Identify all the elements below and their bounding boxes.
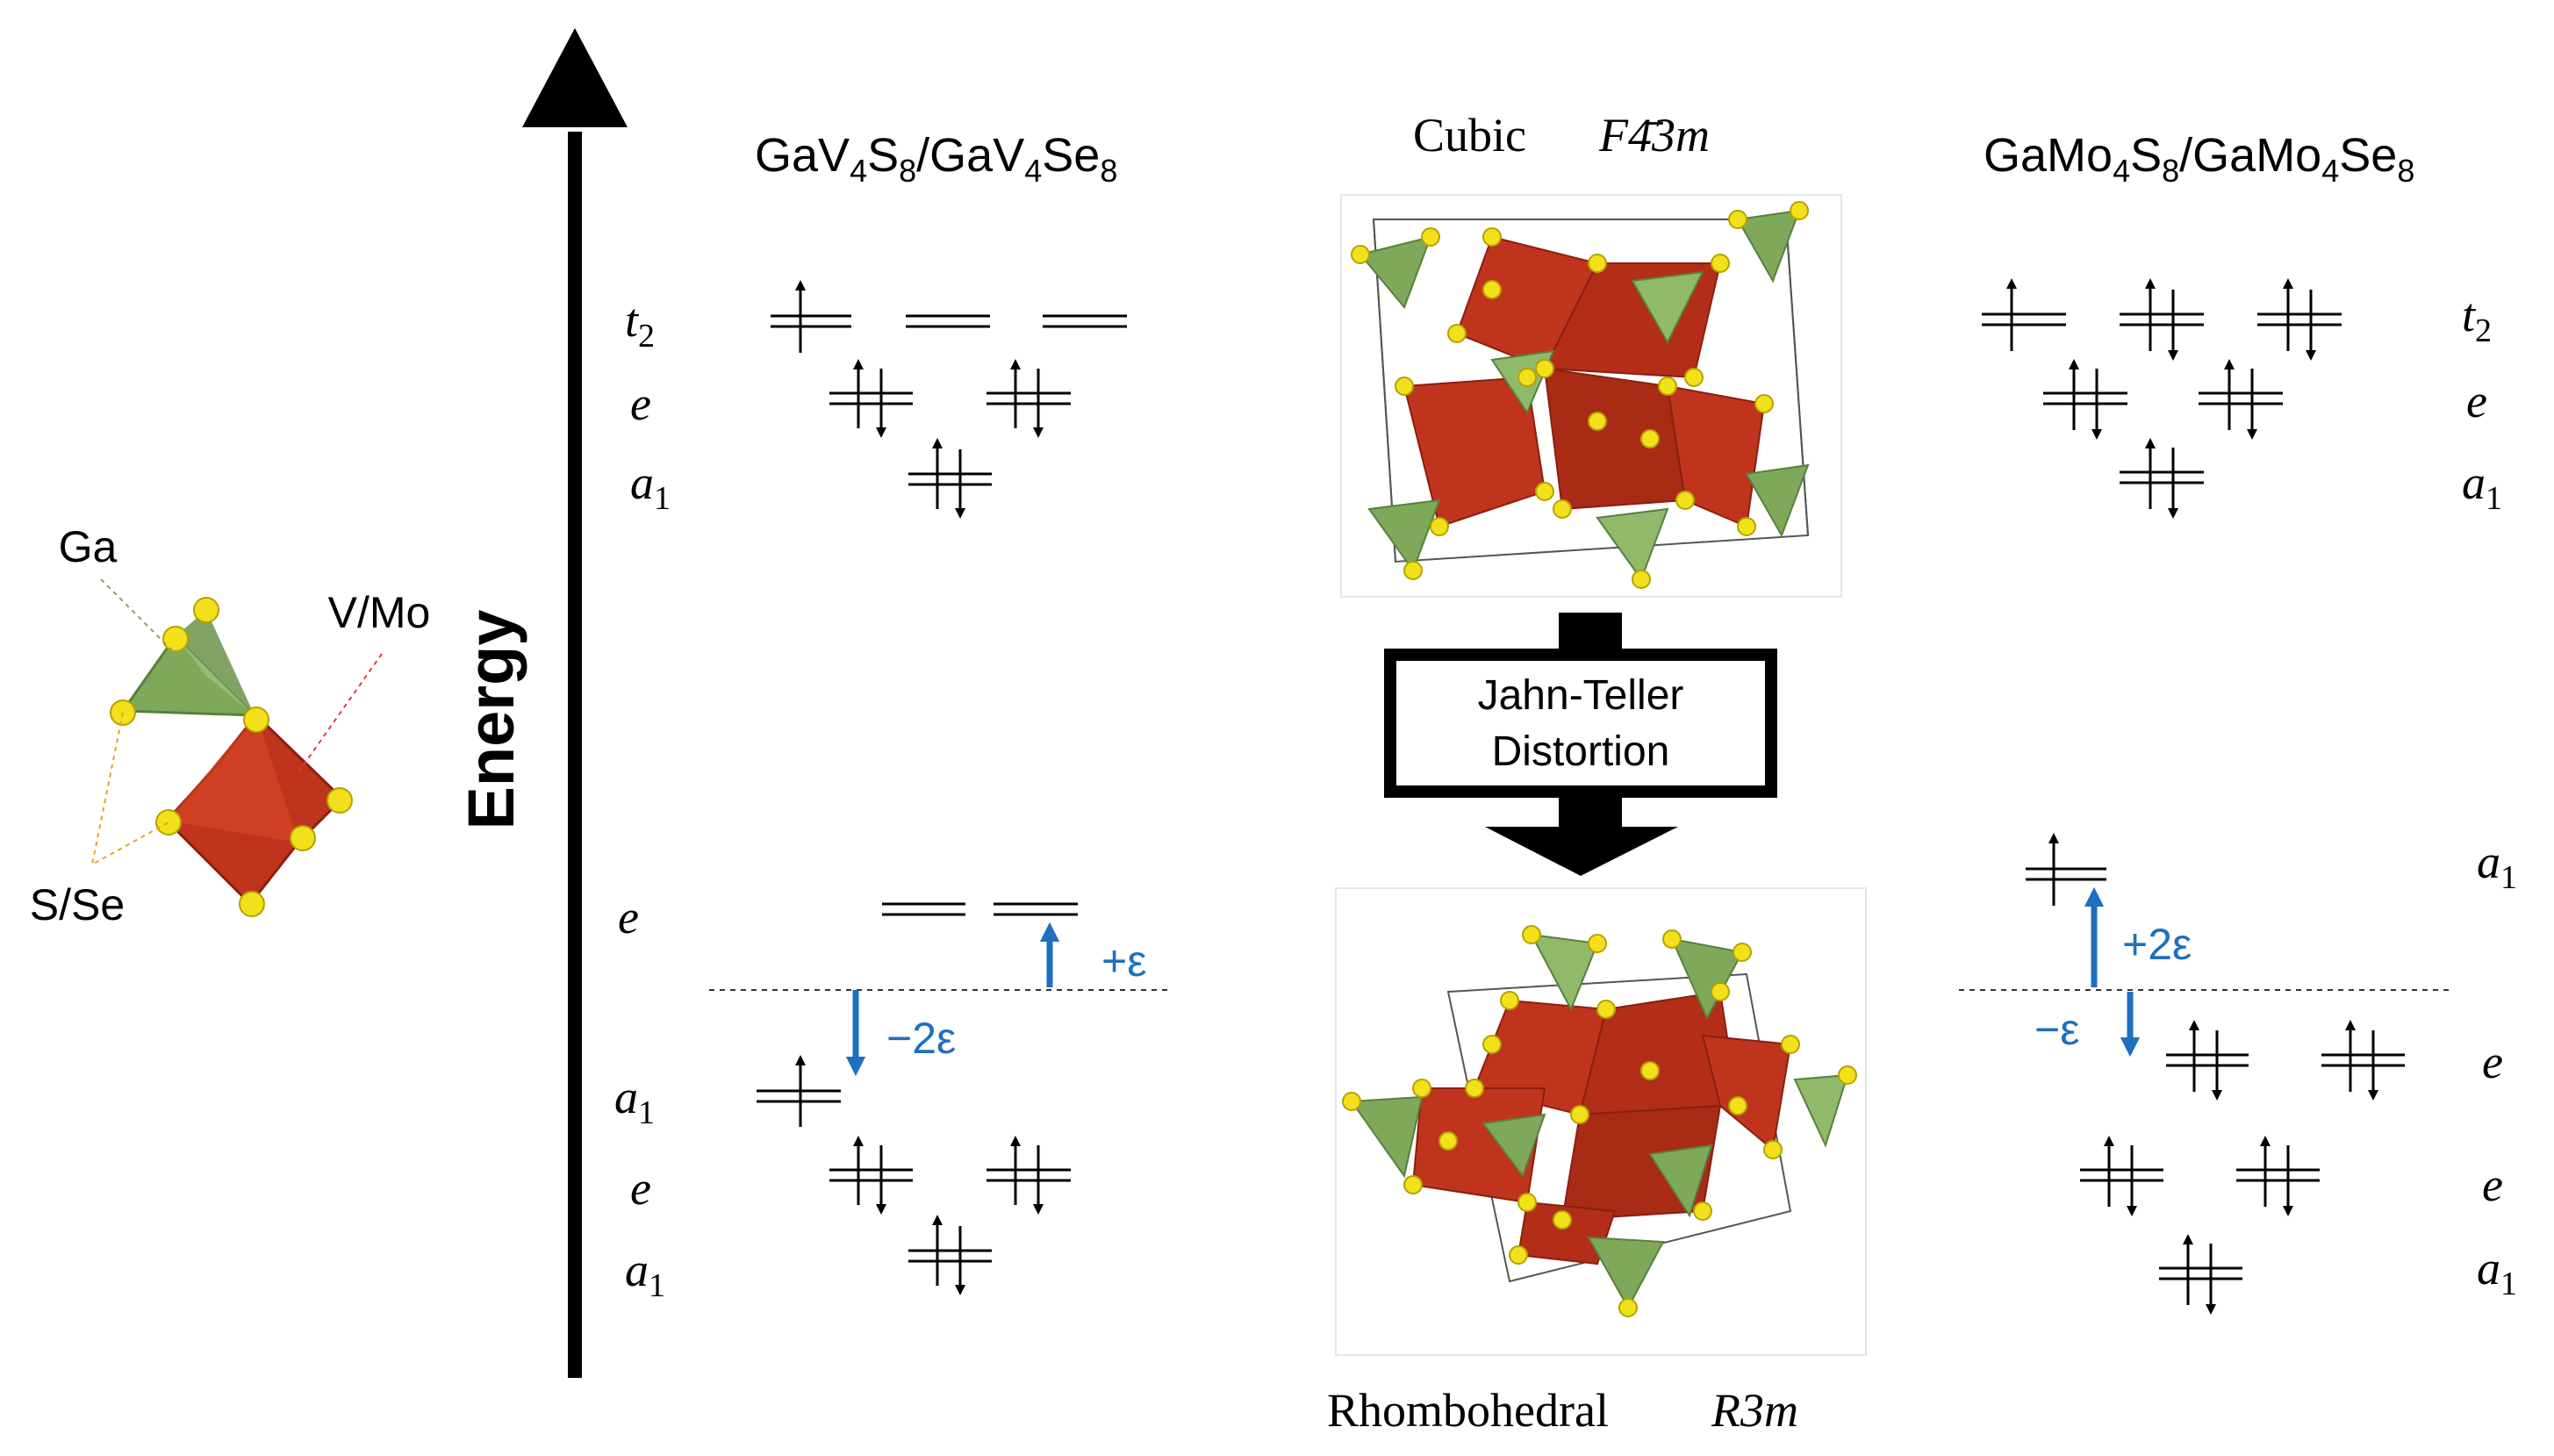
- chalcogen-atom: [193, 597, 219, 623]
- right-rhombo-label-e-lower: e: [2482, 1158, 2503, 1211]
- transition-arrow-stem-bottom: [1559, 792, 1622, 827]
- left-cubic-levels: [771, 280, 1127, 519]
- center-panel: Cubic F4̄3m: [1327, 109, 1867, 1437]
- left-shift-down-label: −2ε: [886, 1014, 956, 1063]
- chalcogen-leader: [90, 712, 169, 866]
- left-rhombo-label-e-upper: e: [618, 891, 639, 943]
- right-compound-panel: GaMo4S8/GaMo4Se8 t2 e a1 a: [1959, 129, 2517, 1315]
- right-shift-arrows: +2ε −ε: [2034, 886, 2192, 1058]
- metal-octahedron-face: [167, 715, 298, 843]
- ga-tetrahedron-face-dark: [176, 610, 255, 715]
- cluster-illustration: [110, 597, 353, 917]
- left-cubic-label-e: e: [630, 377, 651, 430]
- left-rhombo-levels: [757, 902, 1078, 1295]
- left-shift-arrows: +ε −2ε: [845, 922, 1147, 1077]
- transition-box: [1384, 649, 1777, 798]
- transition-label-line1: Jahn-Teller: [1478, 672, 1684, 719]
- left-rhombo-label-a1-bottom: a1: [625, 1244, 665, 1304]
- left-rhombo-label-e-lower: e: [630, 1162, 651, 1215]
- chalcogen-atom: [162, 626, 189, 652]
- chalcogen-atom: [326, 787, 353, 814]
- energy-axis-arrowhead: [522, 28, 628, 127]
- energy-axis: Energy: [455, 28, 628, 1378]
- right-cubic-label-t2: t2: [2462, 289, 2492, 349]
- rhombohedral-structure-image: [1335, 887, 1867, 1356]
- metal-label: V/Mo: [328, 588, 431, 637]
- cubic-name: Cubic: [1413, 109, 1526, 161]
- left-compound-panel: GaV4S8/GaV4Se8 t2 e a1 e a1 e: [614, 129, 1173, 1304]
- right-rhombo-label-e-mid: e: [2482, 1036, 2503, 1088]
- cubic-structure-image: [1340, 194, 1842, 598]
- chalcogen-atom: [239, 891, 265, 917]
- left-cubic-label-t2: t2: [625, 294, 655, 355]
- ga-leader: [100, 578, 190, 668]
- rhombohedral-space-group: R3m: [1711, 1384, 1798, 1437]
- cubic-space-group: F4̄3m: [1598, 109, 1710, 161]
- right-rhombo-levels: [2026, 833, 2405, 1315]
- energy-axis-line: [568, 132, 582, 1378]
- chalcogen-atom: [155, 809, 182, 836]
- right-cubic-label-a1: a1: [2462, 456, 2502, 517]
- jahn-teller-transition: Jahn-Teller Distortion: [1384, 613, 1777, 876]
- metal-leader: [298, 653, 383, 773]
- left-shift-up-label: +ε: [1101, 936, 1147, 986]
- cluster-legend: Ga V/Mo S/Se: [30, 522, 431, 929]
- rhombohedral-name: Rhombohedral: [1327, 1384, 1609, 1437]
- right-shift-down-label: −ε: [2034, 1005, 2080, 1054]
- ga-label: Ga: [59, 522, 118, 571]
- left-compound-title: GaV4S8/GaV4Se8: [755, 129, 1117, 189]
- transition-arrow-stem-top: [1559, 613, 1622, 655]
- left-cubic-label-a1: a1: [630, 456, 671, 517]
- right-rhombo-label-a1-upper: a1: [2477, 836, 2517, 896]
- right-shift-up-label: +2ε: [2122, 920, 2192, 969]
- right-rhombo-label-a1-bottom: a1: [2477, 1242, 2517, 1302]
- chalcogen-atom: [243, 706, 269, 733]
- right-compound-title: GaMo4S8/GaMo4Se8: [1984, 129, 2414, 189]
- left-rhombo-label-a1-mid: a1: [614, 1071, 655, 1131]
- transition-label-line2: Distortion: [1492, 728, 1670, 775]
- right-cubic-label-e: e: [2466, 375, 2487, 427]
- energy-axis-label: Energy: [455, 610, 527, 830]
- transition-arrowhead: [1485, 827, 1678, 876]
- chalcogen-label: S/Se: [30, 880, 125, 929]
- chalcogen-atom: [290, 825, 316, 851]
- right-cubic-levels: [1982, 278, 2342, 519]
